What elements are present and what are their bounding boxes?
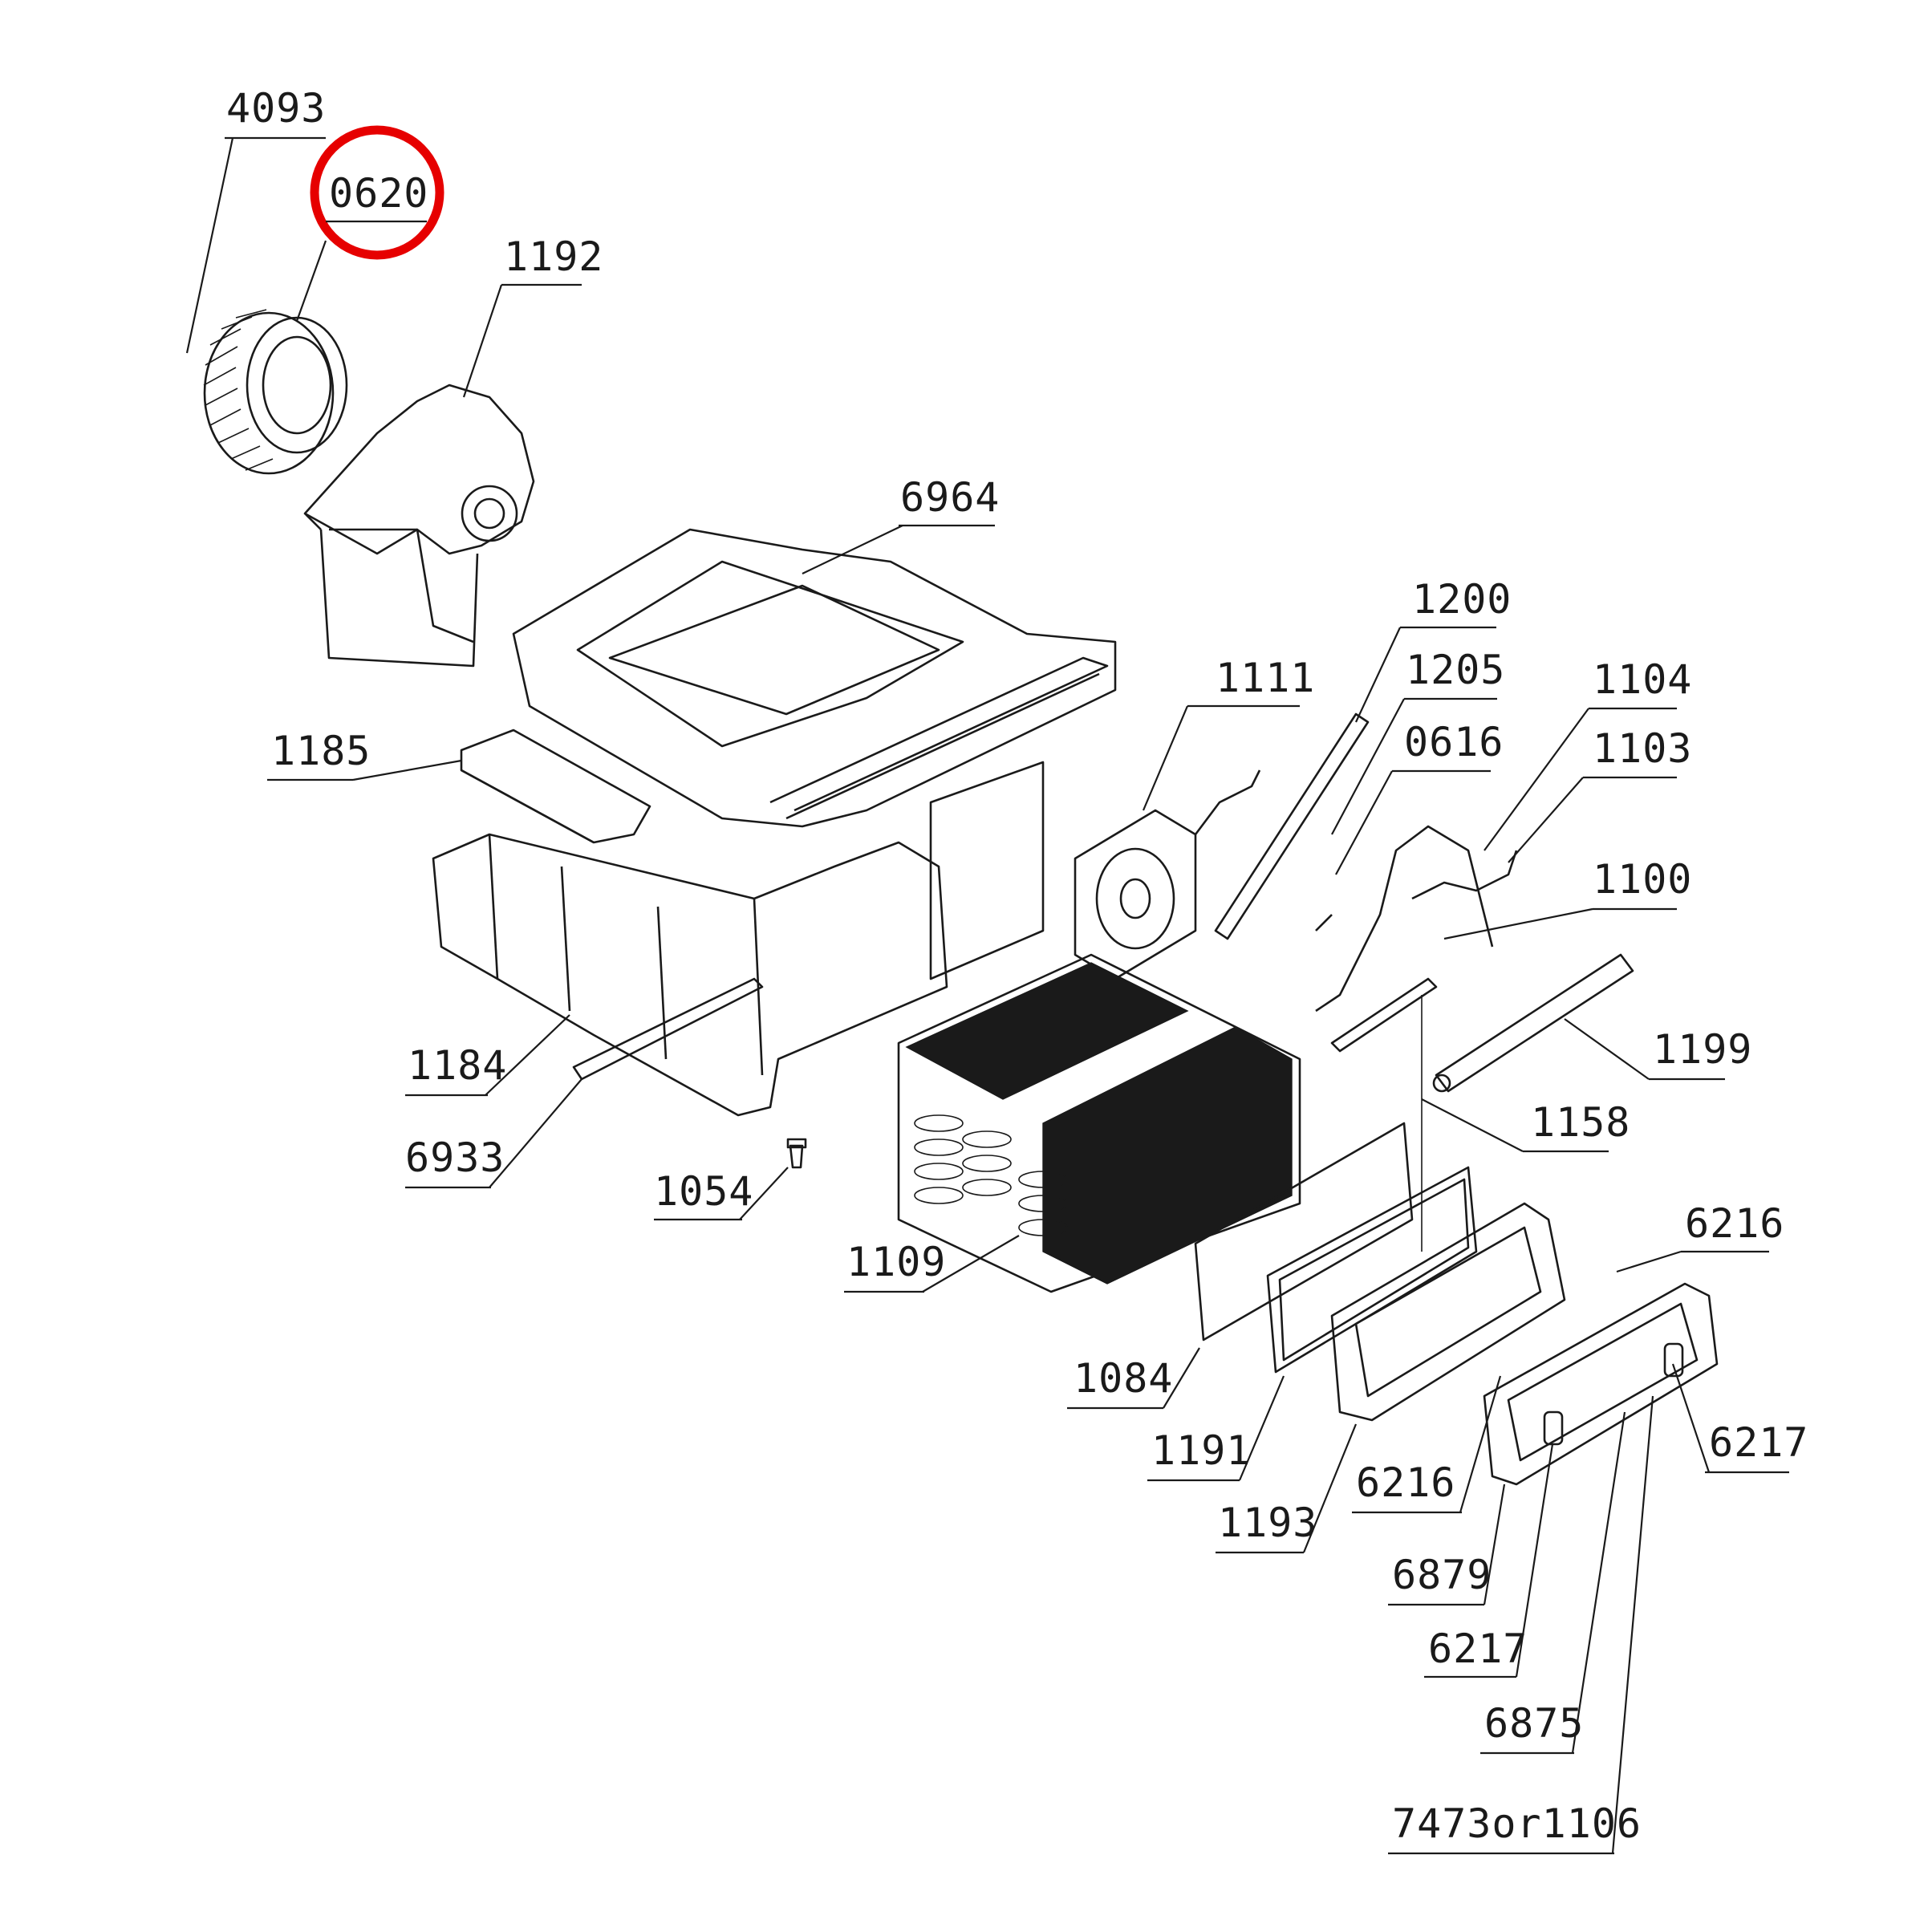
callout-6217-lower: 6217 (1428, 1626, 1528, 1672)
callout-1200: 1200 (1412, 576, 1512, 623)
drip-tray-drawing (1330, 1202, 1566, 1422)
callout-7473or1106: 7473or1106 (1392, 1800, 1642, 1847)
evaporator-coil-drawing (897, 953, 1301, 1293)
callout-1184: 1184 (408, 1042, 507, 1089)
gasket-drawing (1266, 1166, 1478, 1374)
callout-6879: 6879 (1392, 1552, 1492, 1598)
leader-lines (185, 137, 1711, 1854)
callout-1054: 1054 (654, 1168, 753, 1215)
callout-1185: 1185 (271, 728, 371, 774)
callout-6216-lower: 6216 (1356, 1459, 1455, 1506)
tubing-drawing (1214, 712, 1634, 1252)
callout-1084: 1084 (1074, 1355, 1173, 1402)
callout-4093: 4093 (226, 85, 326, 132)
axial-fan-drawing (1074, 769, 1261, 980)
callout-0620: 0620 (329, 170, 428, 217)
blower-wheel-drawing (203, 309, 348, 475)
callout-6964: 6964 (900, 474, 1000, 521)
callout-0616: 0616 (1404, 719, 1504, 765)
callout-6875: 6875 (1484, 1700, 1584, 1747)
filter-pad-drawing (1194, 1122, 1414, 1341)
callout-1100: 1100 (1593, 856, 1692, 903)
callout-6933: 6933 (405, 1134, 505, 1181)
base-housing-drawing (432, 761, 1045, 1117)
top-frame-drawing (512, 528, 1117, 828)
highlight-circle (310, 125, 444, 260)
callout-1111: 1111 (1216, 655, 1315, 701)
callout-labels: 4093 0620 1192 6964 1185 1184 6933 1054 … (225, 85, 1808, 1855)
callout-6216-upper: 6216 (1685, 1200, 1784, 1247)
callout-1158: 1158 (1531, 1099, 1630, 1146)
callout-6217-right: 6217 (1709, 1419, 1808, 1466)
callout-1109: 1109 (846, 1239, 946, 1285)
callout-1199: 1199 (1653, 1026, 1752, 1073)
screw-drawing (786, 1138, 807, 1169)
callout-1104: 1104 (1593, 656, 1692, 703)
rail-drawing (572, 977, 764, 1081)
fan-housing-drawing (303, 384, 535, 668)
callout-1205: 1205 (1406, 647, 1505, 693)
callout-1192: 1192 (504, 233, 603, 280)
callout-1103: 1103 (1593, 725, 1692, 772)
callout-1191: 1191 (1151, 1427, 1251, 1474)
bracket-plate-drawing (1483, 1282, 1719, 1486)
lid-drawing (460, 729, 651, 844)
callout-1193: 1193 (1218, 1500, 1317, 1546)
